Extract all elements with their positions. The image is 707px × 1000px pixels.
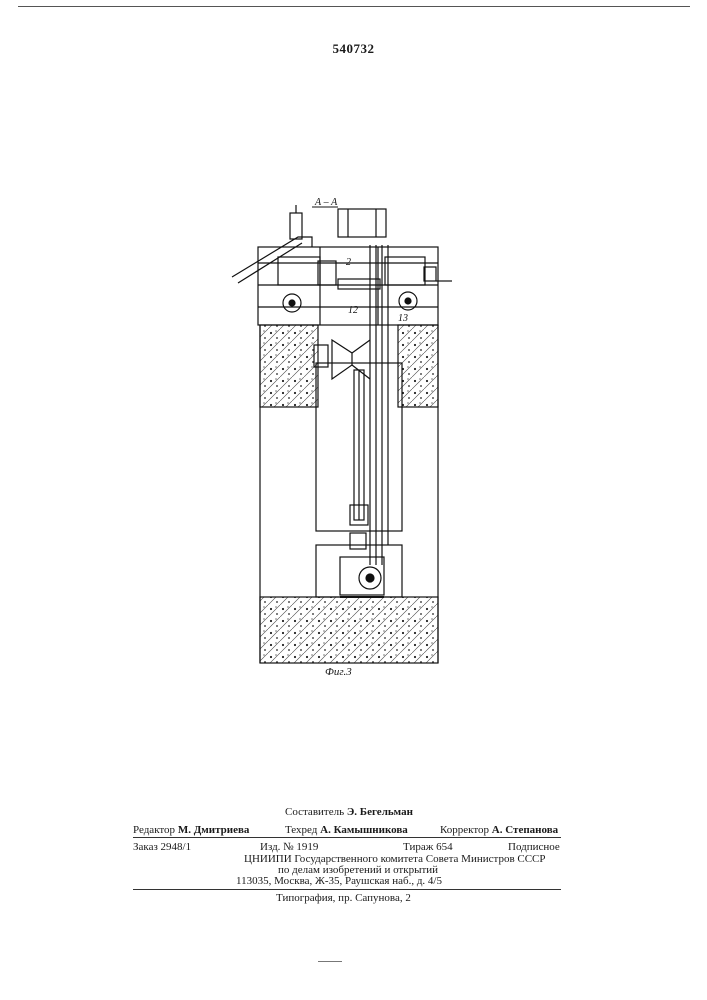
corrector-label: Корректор	[440, 824, 489, 836]
figure-caption: Фиг.3	[325, 666, 352, 678]
editor-name: М. Дмитриева	[178, 824, 250, 836]
techred-label: Техред	[285, 824, 317, 836]
patent-number: 540732	[0, 41, 707, 57]
compiler-line: Составитель Э. Бегельман	[285, 806, 413, 818]
izd-number: Изд. № 1919	[260, 841, 318, 853]
techred-line: Техред А. Камышникова	[285, 824, 408, 836]
corrector-line: Корректор А. Степанова	[440, 824, 558, 836]
imprint-divider-bottom	[133, 889, 561, 890]
editor-line: Редактор М. Дмитриева	[133, 824, 249, 836]
corrector-name: А. Степанова	[492, 824, 558, 836]
compiler-label: Составитель	[285, 806, 344, 818]
callout-12: 12	[348, 305, 358, 316]
imprint-divider	[133, 837, 561, 838]
typography-line: Типография, пр. Сапунова, 2	[276, 892, 411, 904]
editor-label: Редактор	[133, 824, 175, 836]
callout-13: 13	[398, 313, 408, 324]
order-number: Заказ 2948/1	[133, 841, 191, 853]
section-label: А – А	[314, 197, 338, 208]
subscription-label: Подписное	[508, 841, 560, 853]
page-end-mark	[318, 961, 342, 962]
techred-name: А. Камышникова	[320, 824, 408, 836]
technical-drawing: А – А 2 12 13	[220, 185, 460, 685]
top-rule	[18, 6, 690, 7]
print-run: Тираж 654	[403, 841, 453, 853]
org-line-3: 113035, Москва, Ж-35, Раушская наб., д. …	[236, 875, 442, 887]
compiler-name: Э. Бегельман	[347, 806, 413, 818]
callout-2: 2	[346, 257, 351, 268]
